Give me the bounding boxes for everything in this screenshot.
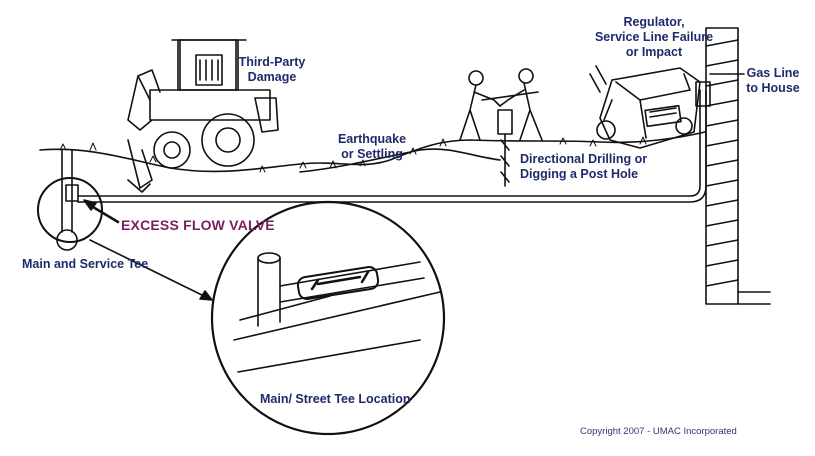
magnified-valve-detail bbox=[310, 270, 370, 291]
main-service-tee-label: Main and Service Tee bbox=[22, 257, 149, 271]
regulator-line-3: or Impact bbox=[625, 45, 683, 59]
regulator-label: Regulator, Service Line Failure or Impac… bbox=[584, 15, 724, 60]
street-lines bbox=[233, 291, 441, 373]
service-tee bbox=[65, 184, 79, 202]
hill-contour bbox=[299, 148, 501, 173]
street-tee-location-label: Main/ Street Tee Location bbox=[260, 392, 411, 406]
magnified-riser-top bbox=[257, 252, 281, 264]
valve-pointer-head bbox=[83, 199, 97, 211]
gas-line-line-1: Gas Line bbox=[746, 66, 800, 80]
gas-meter bbox=[695, 81, 711, 107]
grass-tufts bbox=[59, 136, 647, 173]
copyright-text: Copyright 2007 - UMAC Incorporated bbox=[580, 426, 737, 437]
drilling-label: Directional Drilling or Digging a Post H… bbox=[520, 152, 647, 182]
callout-arrowhead bbox=[199, 290, 213, 301]
gas-line-label: Gas Line to House bbox=[745, 66, 801, 96]
backhoe-illustration bbox=[127, 39, 279, 193]
third-party-line-2: Damage bbox=[247, 70, 297, 84]
tee-zoom-circle bbox=[37, 177, 103, 243]
drilling-workers-illustration bbox=[459, 68, 543, 187]
regulator-line-2: Service Line Failure bbox=[594, 30, 714, 44]
gas-line-line-2: to House bbox=[746, 81, 800, 95]
magnified-riser bbox=[257, 257, 281, 327]
callout-arrow bbox=[89, 239, 209, 299]
magnified-circle bbox=[210, 200, 446, 436]
magnified-valve bbox=[296, 266, 380, 300]
earthquake-label: Earthquake or Settling bbox=[326, 132, 418, 162]
drilling-line-2: Digging a Post Hole bbox=[520, 167, 639, 181]
excess-flow-valve-label: EXCESS FLOW VALVE bbox=[121, 217, 275, 233]
third-party-line-1: Third-Party bbox=[238, 55, 306, 69]
earthquake-line-1: Earthquake bbox=[337, 132, 407, 146]
drilling-line-1: Directional Drilling or bbox=[520, 152, 648, 166]
riser-pipe bbox=[61, 149, 73, 233]
third-party-damage-label: Third-Party Damage bbox=[230, 55, 314, 85]
earthquake-line-2: or Settling bbox=[341, 147, 403, 161]
car-illustration bbox=[589, 65, 701, 149]
regulator-line-1: Regulator, bbox=[623, 15, 685, 29]
house-wall bbox=[705, 27, 771, 305]
